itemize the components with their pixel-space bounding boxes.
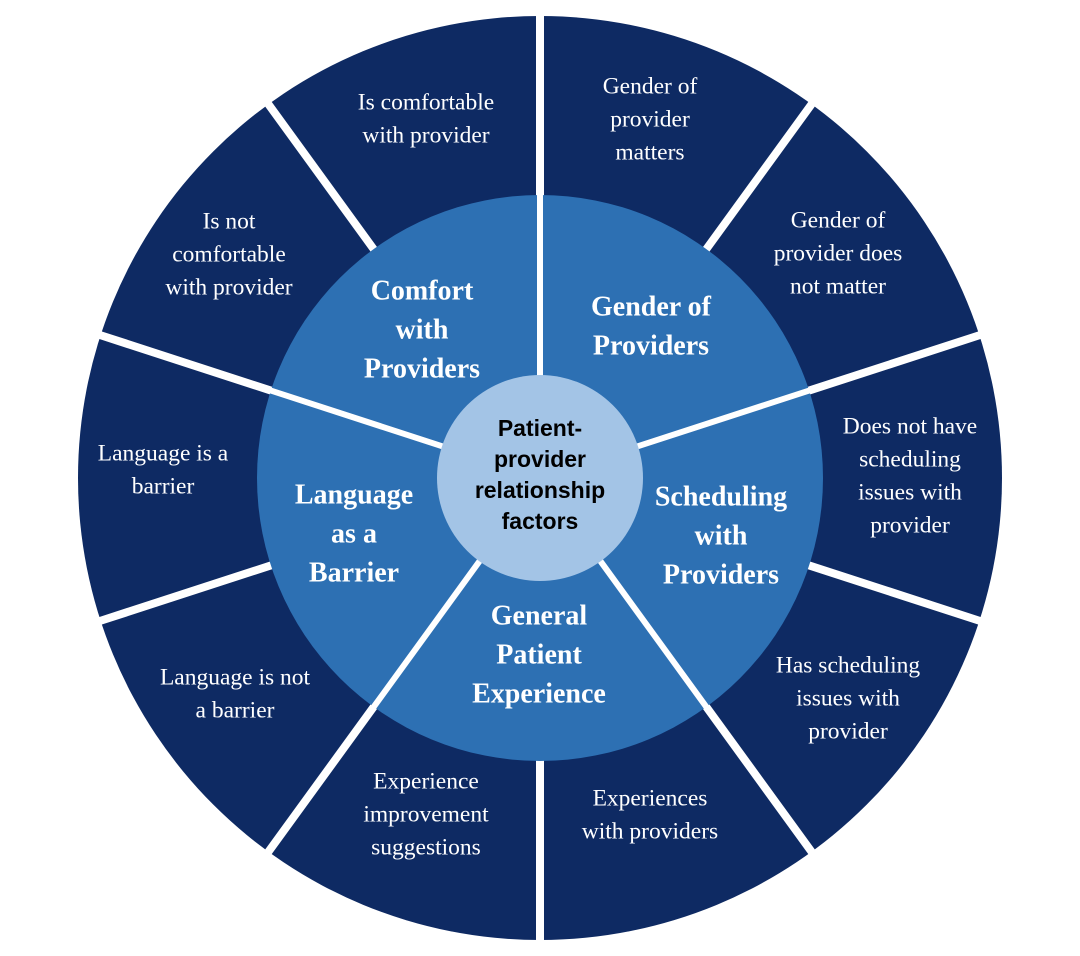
middle-divider	[266, 386, 445, 450]
outer-divider	[95, 560, 275, 626]
outer-divider	[701, 98, 818, 254]
middle-dividers	[266, 191, 814, 712]
outer-dividers	[95, 12, 985, 944]
center-circle	[437, 375, 643, 581]
outer-divider	[95, 330, 275, 396]
outer-divider	[262, 702, 379, 858]
outer-divider	[805, 560, 985, 626]
outer-divider	[805, 330, 985, 396]
outer-divider	[701, 702, 818, 858]
outer-divider	[262, 98, 379, 254]
middle-divider	[368, 557, 484, 712]
middle-divider	[596, 557, 712, 712]
middle-divider	[635, 386, 814, 450]
